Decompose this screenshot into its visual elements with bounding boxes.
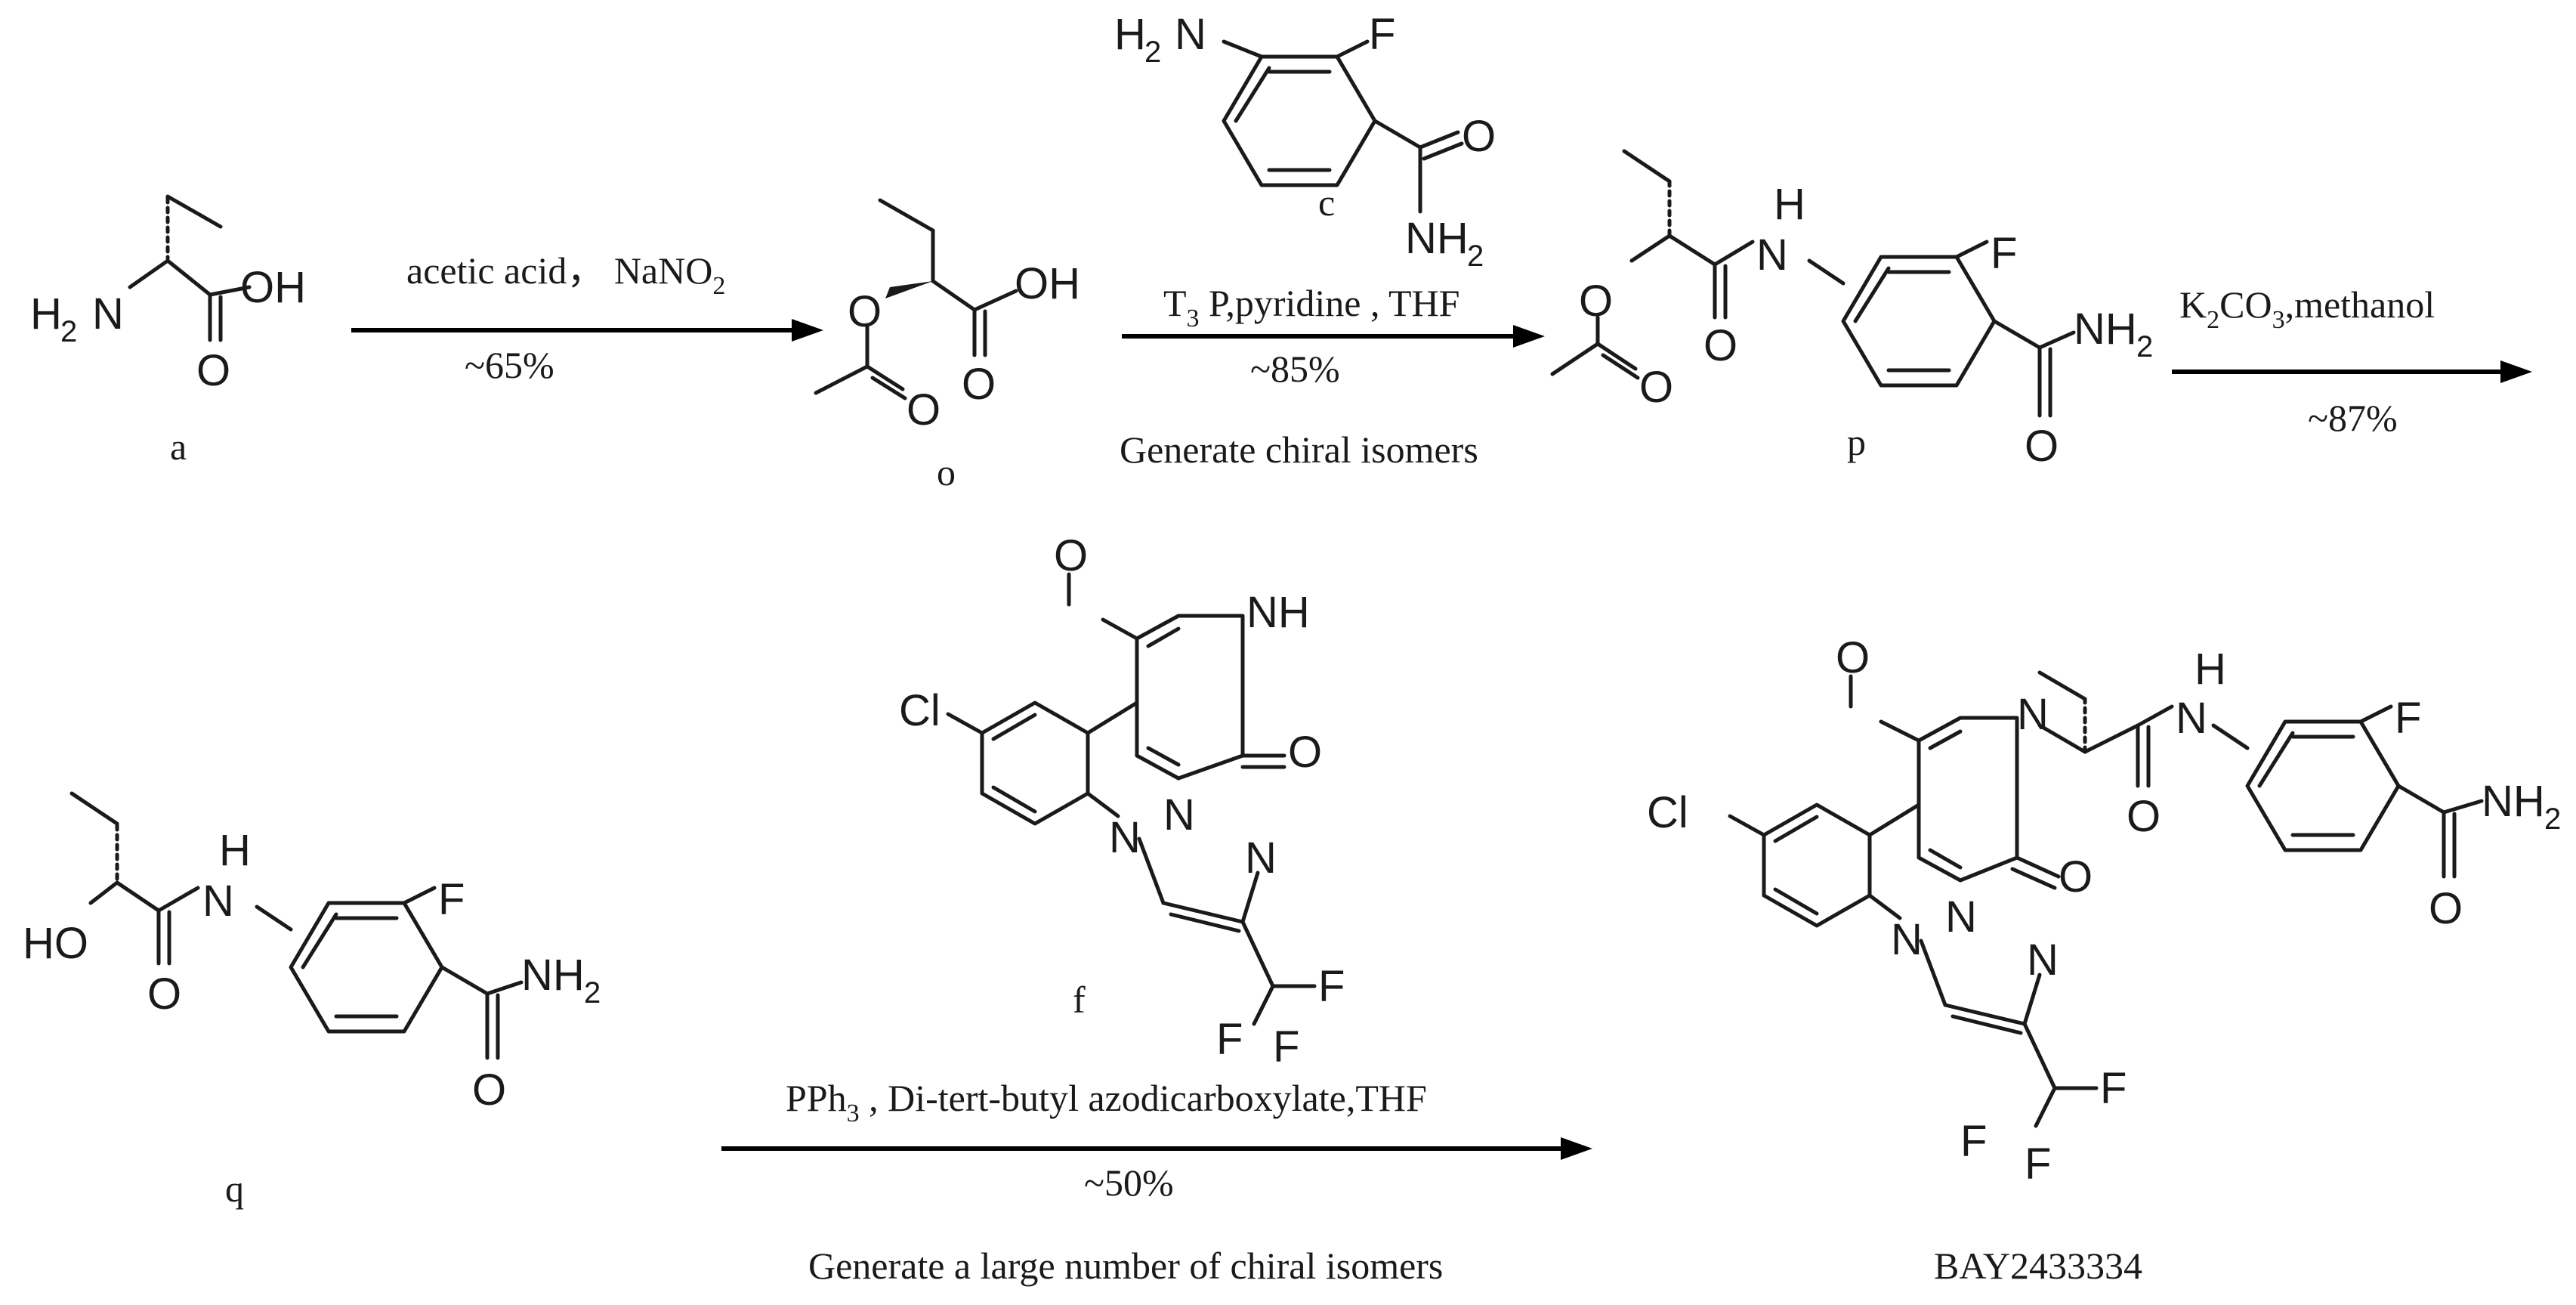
atom-f: F [1369,10,1395,59]
atom-o: O [1836,633,1870,682]
compound-product: O N O Cl N N N F F F O H N F NH 2 O BAY2… [1647,633,2561,1287]
atom-n: N [1109,813,1141,862]
atom-f: F [1216,1015,1243,1064]
step3-yield: ~87% [2308,397,2398,439]
atom-nh: NH [2482,777,2545,826]
compound-a: H 2 N OH O a [30,194,306,468]
compound-o: O OH O O o [814,198,1080,493]
atom-sub-2: 2 [2544,802,2561,836]
atom-o: O [147,969,181,1019]
atom-ho: HO [23,919,88,968]
atom-o: O [907,385,941,434]
atom-n: N [1175,10,1206,59]
atom-o: O [2429,884,2463,933]
reaction-arrow-4: PPh3 , Di-tert-butyl azodicarboxylate,TH… [721,1077,1592,1287]
atom-oh: OH [240,263,306,312]
atom-h: H [30,289,62,339]
atom-f: F [1960,1117,1987,1166]
atom-n: N [2027,935,2059,985]
atom-n: N [2176,694,2207,743]
atom-o: O [1639,363,1673,412]
atom-nh: NH [521,951,585,1000]
atom-f: F [2025,1140,2051,1189]
atom-nh: NH [1246,588,1310,637]
atom-o: O [2059,852,2093,901]
atom-n: N [92,289,124,339]
compound-p: O O O H N F NH 2 O p [1550,149,2153,471]
step1-yield: ~65% [465,344,554,386]
atom-h: H [2195,645,2226,694]
atom-o: O [1288,728,1322,777]
atom-f: F [1273,1022,1299,1072]
compound-q: HO O H N F NH 2 O q [23,791,601,1210]
step3-reagents: K2CO3,methanol [2179,283,2435,334]
atom-n: N [1245,833,1277,883]
atom-o: O [962,360,996,409]
reaction-arrow-3: K2CO3,methanol ~87% [2172,283,2532,439]
compound-c: H 2 N F O NH 2 c [1114,10,1496,273]
atom-sub-2: 2 [584,976,601,1010]
step4-reagents: PPh3 , Di-tert-butyl azodicarboxylate,TH… [786,1077,1427,1127]
atom-o: O [2127,792,2161,841]
atom-o: O [1703,321,1737,370]
step2-reagents: T3 P,pyridine , THF [1163,282,1460,332]
atom-o: O [472,1065,506,1115]
label-o: o [937,451,956,493]
atom-h: H [1114,10,1146,59]
step1-reagents: acetic acid， NaNO2 [406,249,725,300]
atom-o: O [1462,112,1496,161]
atom-sub-2: 2 [2136,330,2153,363]
atom-oh: OH [1015,259,1080,308]
atom-f: F [2100,1064,2127,1113]
atom-nh: NH [2074,305,2137,354]
atom-o: O [1054,531,1088,580]
atom-n: N [202,877,234,926]
label-a: a [170,425,187,468]
atom-n: N [2017,690,2049,739]
step4-note: Generate a large number of chiral isomer… [808,1245,1443,1287]
step4-yield: ~50% [1084,1161,1174,1204]
atom-sub-2: 2 [1144,36,1161,69]
atom-n: N [1891,915,1923,964]
atom-n: N [1945,892,1977,942]
atom-n: N [1163,790,1195,840]
atom-n: N [1756,230,1788,280]
atom-o: O [1579,277,1613,326]
label-c: c [1318,181,1335,224]
atom-cl: Cl [1647,788,1688,837]
atom-cl: Cl [899,686,941,735]
label-q: q [225,1167,244,1210]
step2-yield: ~85% [1250,348,1340,390]
atom-nh: NH [1405,214,1469,263]
atom-o: O [196,346,230,395]
label-f: f [1073,979,1086,1021]
label-p: p [1847,421,1866,463]
atom-f: F [1318,962,1345,1011]
label-product: BAY2433334 [1934,1245,2142,1287]
reaction-arrow-2: T3 P,pyridine , THF ~85% Generate chiral… [1120,282,1545,471]
step2-note: Generate chiral isomers [1120,428,1478,471]
atom-o: O [848,287,882,336]
compound-f: O NH O Cl N N N F F F f [899,531,1345,1072]
atom-sub-2: 2 [60,315,77,348]
atom-f: F [2395,694,2421,743]
atom-sub-2: 2 [1467,240,1484,273]
atom-f: F [438,875,465,924]
atom-o: O [2025,422,2059,471]
reaction-arrow-1: acetic acid， NaNO2 ~65% [351,249,823,386]
atom-f: F [1991,229,2017,278]
atom-h: H [219,826,251,875]
atom-h: H [1774,180,1805,229]
